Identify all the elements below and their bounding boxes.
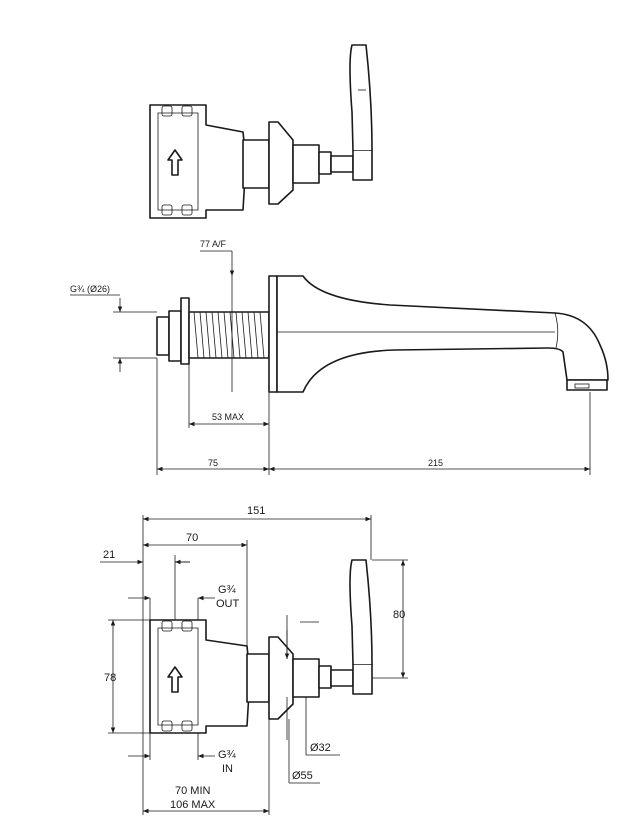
dim-21: 21 — [103, 549, 115, 561]
inlet-thread-line2: IN — [222, 763, 233, 775]
dim-151: 151 — [247, 505, 265, 517]
dia-32: Ø32 — [310, 742, 331, 754]
inlet-thread-line1: G¾ — [218, 749, 237, 761]
spout-af-label: 77 A/F — [200, 239, 227, 249]
outlet-thread-line2: OUT — [216, 598, 240, 610]
dim-53-max: 53 MAX — [212, 412, 244, 422]
bottom-view: 151 70 21 G¾ OUT 78 80 G¾ IN — [100, 505, 408, 815]
dim-106-max: 106 MAX — [170, 799, 216, 811]
outlet-thread-line1: G¾ — [218, 584, 237, 596]
dim-70-min: 70 MIN — [175, 785, 211, 797]
dim-215: 215 — [428, 458, 443, 468]
dim-78: 78 — [104, 672, 116, 684]
top-view — [149, 44, 373, 219]
inlet-thread-label: G¾ (Ø26) — [70, 284, 110, 294]
side-view: G¾ (Ø26) 77 A/F 53 MAX — [70, 239, 609, 475]
dim-70-top: 70 — [186, 532, 198, 544]
dim-75: 75 — [208, 458, 218, 468]
dia-55: Ø55 — [292, 770, 313, 782]
dim-80: 80 — [393, 609, 405, 621]
